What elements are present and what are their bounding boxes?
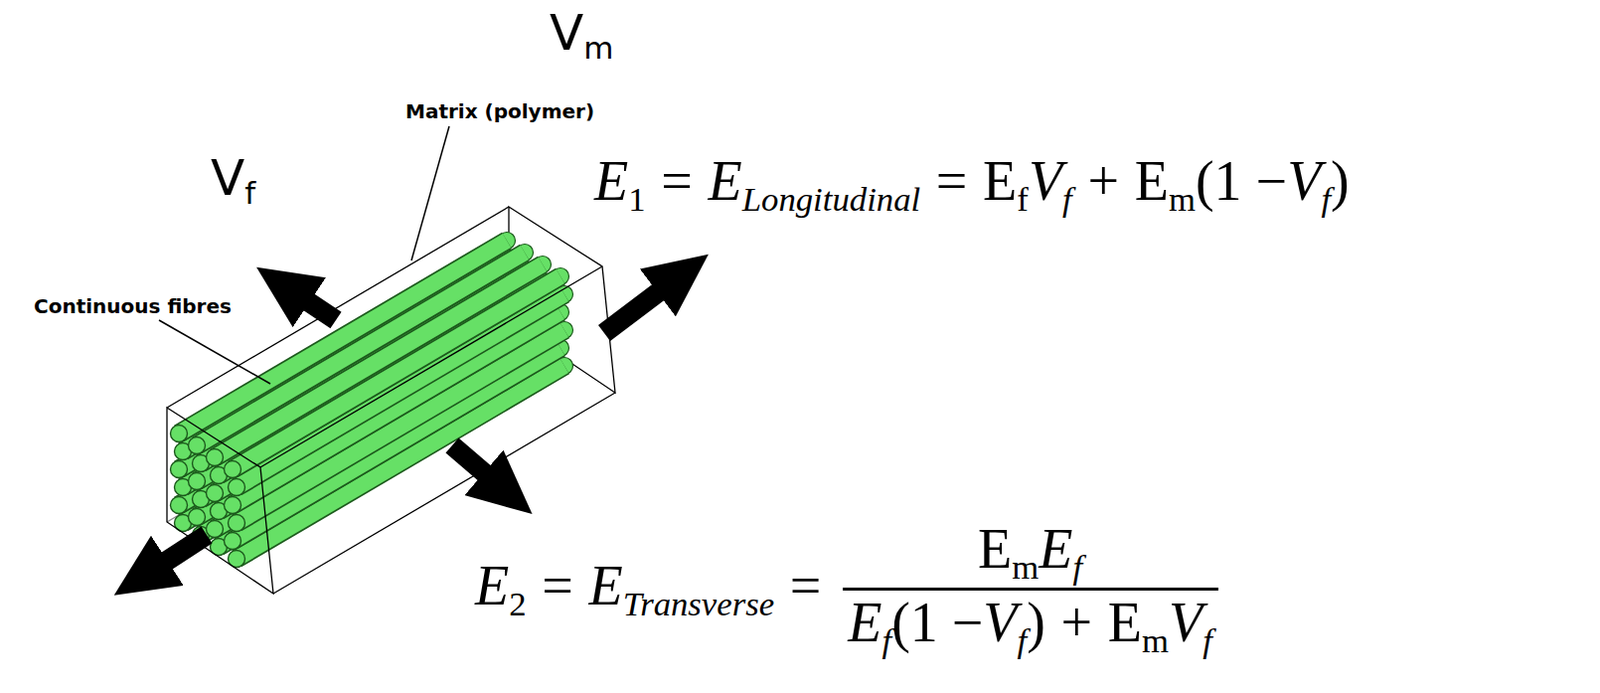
equation-term: E bbox=[977, 517, 1012, 580]
equation-term: V bbox=[1168, 591, 1203, 653]
fibre bbox=[228, 479, 246, 496]
label-group: Vf bbox=[210, 149, 256, 211]
equation-term: V bbox=[1286, 150, 1321, 212]
equation-term: = bbox=[541, 554, 574, 617]
fibre bbox=[224, 461, 242, 479]
denominator: Ef(1 −Vf)+EmVf bbox=[842, 587, 1219, 661]
equation-term: (1 − bbox=[1195, 150, 1287, 212]
subscript: f bbox=[1017, 621, 1028, 660]
subscript: f bbox=[244, 174, 256, 211]
equation-term: E bbox=[475, 554, 509, 617]
equation-term: E bbox=[589, 554, 624, 617]
fibre bbox=[224, 496, 242, 514]
subscript: m bbox=[1168, 179, 1196, 219]
part-label: V bbox=[549, 3, 584, 62]
subscript: m bbox=[1141, 621, 1169, 660]
fibre bbox=[228, 514, 246, 532]
equation-term: + bbox=[1061, 591, 1094, 653]
fibre-bundle bbox=[170, 232, 574, 568]
fibre bbox=[188, 473, 206, 490]
equation-term: E bbox=[982, 150, 1017, 212]
fibre bbox=[206, 449, 224, 467]
subscript: 1 bbox=[628, 179, 645, 219]
box-outline bbox=[166, 206, 616, 594]
leader-line bbox=[159, 126, 450, 384]
subscript: Longitudinal bbox=[742, 179, 921, 219]
fibre bbox=[196, 252, 525, 446]
subscript: f bbox=[1072, 547, 1083, 587]
equation: E1=ELongitudinal=EfVf+Em(1 −Vf) bbox=[594, 149, 1350, 220]
equation-lhs: E2=ETransverse= bbox=[475, 553, 837, 625]
fibre bbox=[188, 508, 206, 526]
fibre bbox=[232, 276, 561, 470]
numerator: EmEf bbox=[971, 516, 1088, 588]
equation-term: E bbox=[708, 150, 743, 212]
equation-term: E bbox=[1108, 591, 1142, 653]
subscript: 2 bbox=[508, 584, 526, 624]
equation-term: E bbox=[1038, 517, 1073, 580]
equation-term: E bbox=[847, 591, 882, 653]
equation-term: V bbox=[982, 591, 1017, 653]
equation-term: = bbox=[790, 554, 822, 617]
equation-term: = bbox=[936, 150, 968, 212]
part-label: Matrix (polymer) bbox=[405, 99, 595, 124]
subscript: Transverse bbox=[623, 584, 775, 624]
equation-term: = bbox=[660, 150, 693, 212]
fibre bbox=[170, 425, 188, 443]
fibre bbox=[232, 276, 561, 470]
equation-term: E bbox=[594, 150, 629, 212]
part-label: Continuous fibres bbox=[33, 294, 232, 319]
fibre bbox=[214, 264, 543, 458]
part-label: V bbox=[210, 149, 245, 207]
fibre bbox=[170, 496, 188, 514]
fibre bbox=[170, 461, 188, 479]
equation-term: V bbox=[1028, 150, 1063, 212]
subscript: f bbox=[1062, 179, 1073, 219]
fibre bbox=[196, 252, 525, 446]
equation-term: ) bbox=[1330, 150, 1350, 212]
subscript: m bbox=[583, 29, 614, 66]
label-group: Vm bbox=[549, 3, 614, 66]
load-arrow bbox=[163, 290, 661, 563]
subscript: f bbox=[1320, 179, 1331, 219]
fibre bbox=[188, 437, 206, 455]
fibre bbox=[224, 532, 242, 550]
equation-term: ) bbox=[1026, 591, 1046, 653]
subscript: f bbox=[881, 621, 892, 660]
fibre bbox=[206, 484, 224, 502]
subscript: f bbox=[1016, 179, 1029, 219]
label-group: Matrix (polymer) bbox=[405, 99, 595, 124]
fibre bbox=[214, 264, 543, 458]
subscript: f bbox=[1202, 621, 1213, 660]
fraction: EmEfEf(1 −Vf)+EmVf bbox=[842, 516, 1219, 661]
label-group: Continuous fibres bbox=[33, 294, 232, 319]
equation-term: (1 − bbox=[891, 591, 983, 653]
equation-term: + bbox=[1087, 150, 1120, 212]
equation-term: E bbox=[1134, 150, 1169, 212]
fibre bbox=[206, 520, 224, 538]
subscript: m bbox=[1011, 547, 1039, 587]
equation: E2=ETransverse=EmEfEf(1 −Vf)+EmVf bbox=[475, 516, 1219, 661]
